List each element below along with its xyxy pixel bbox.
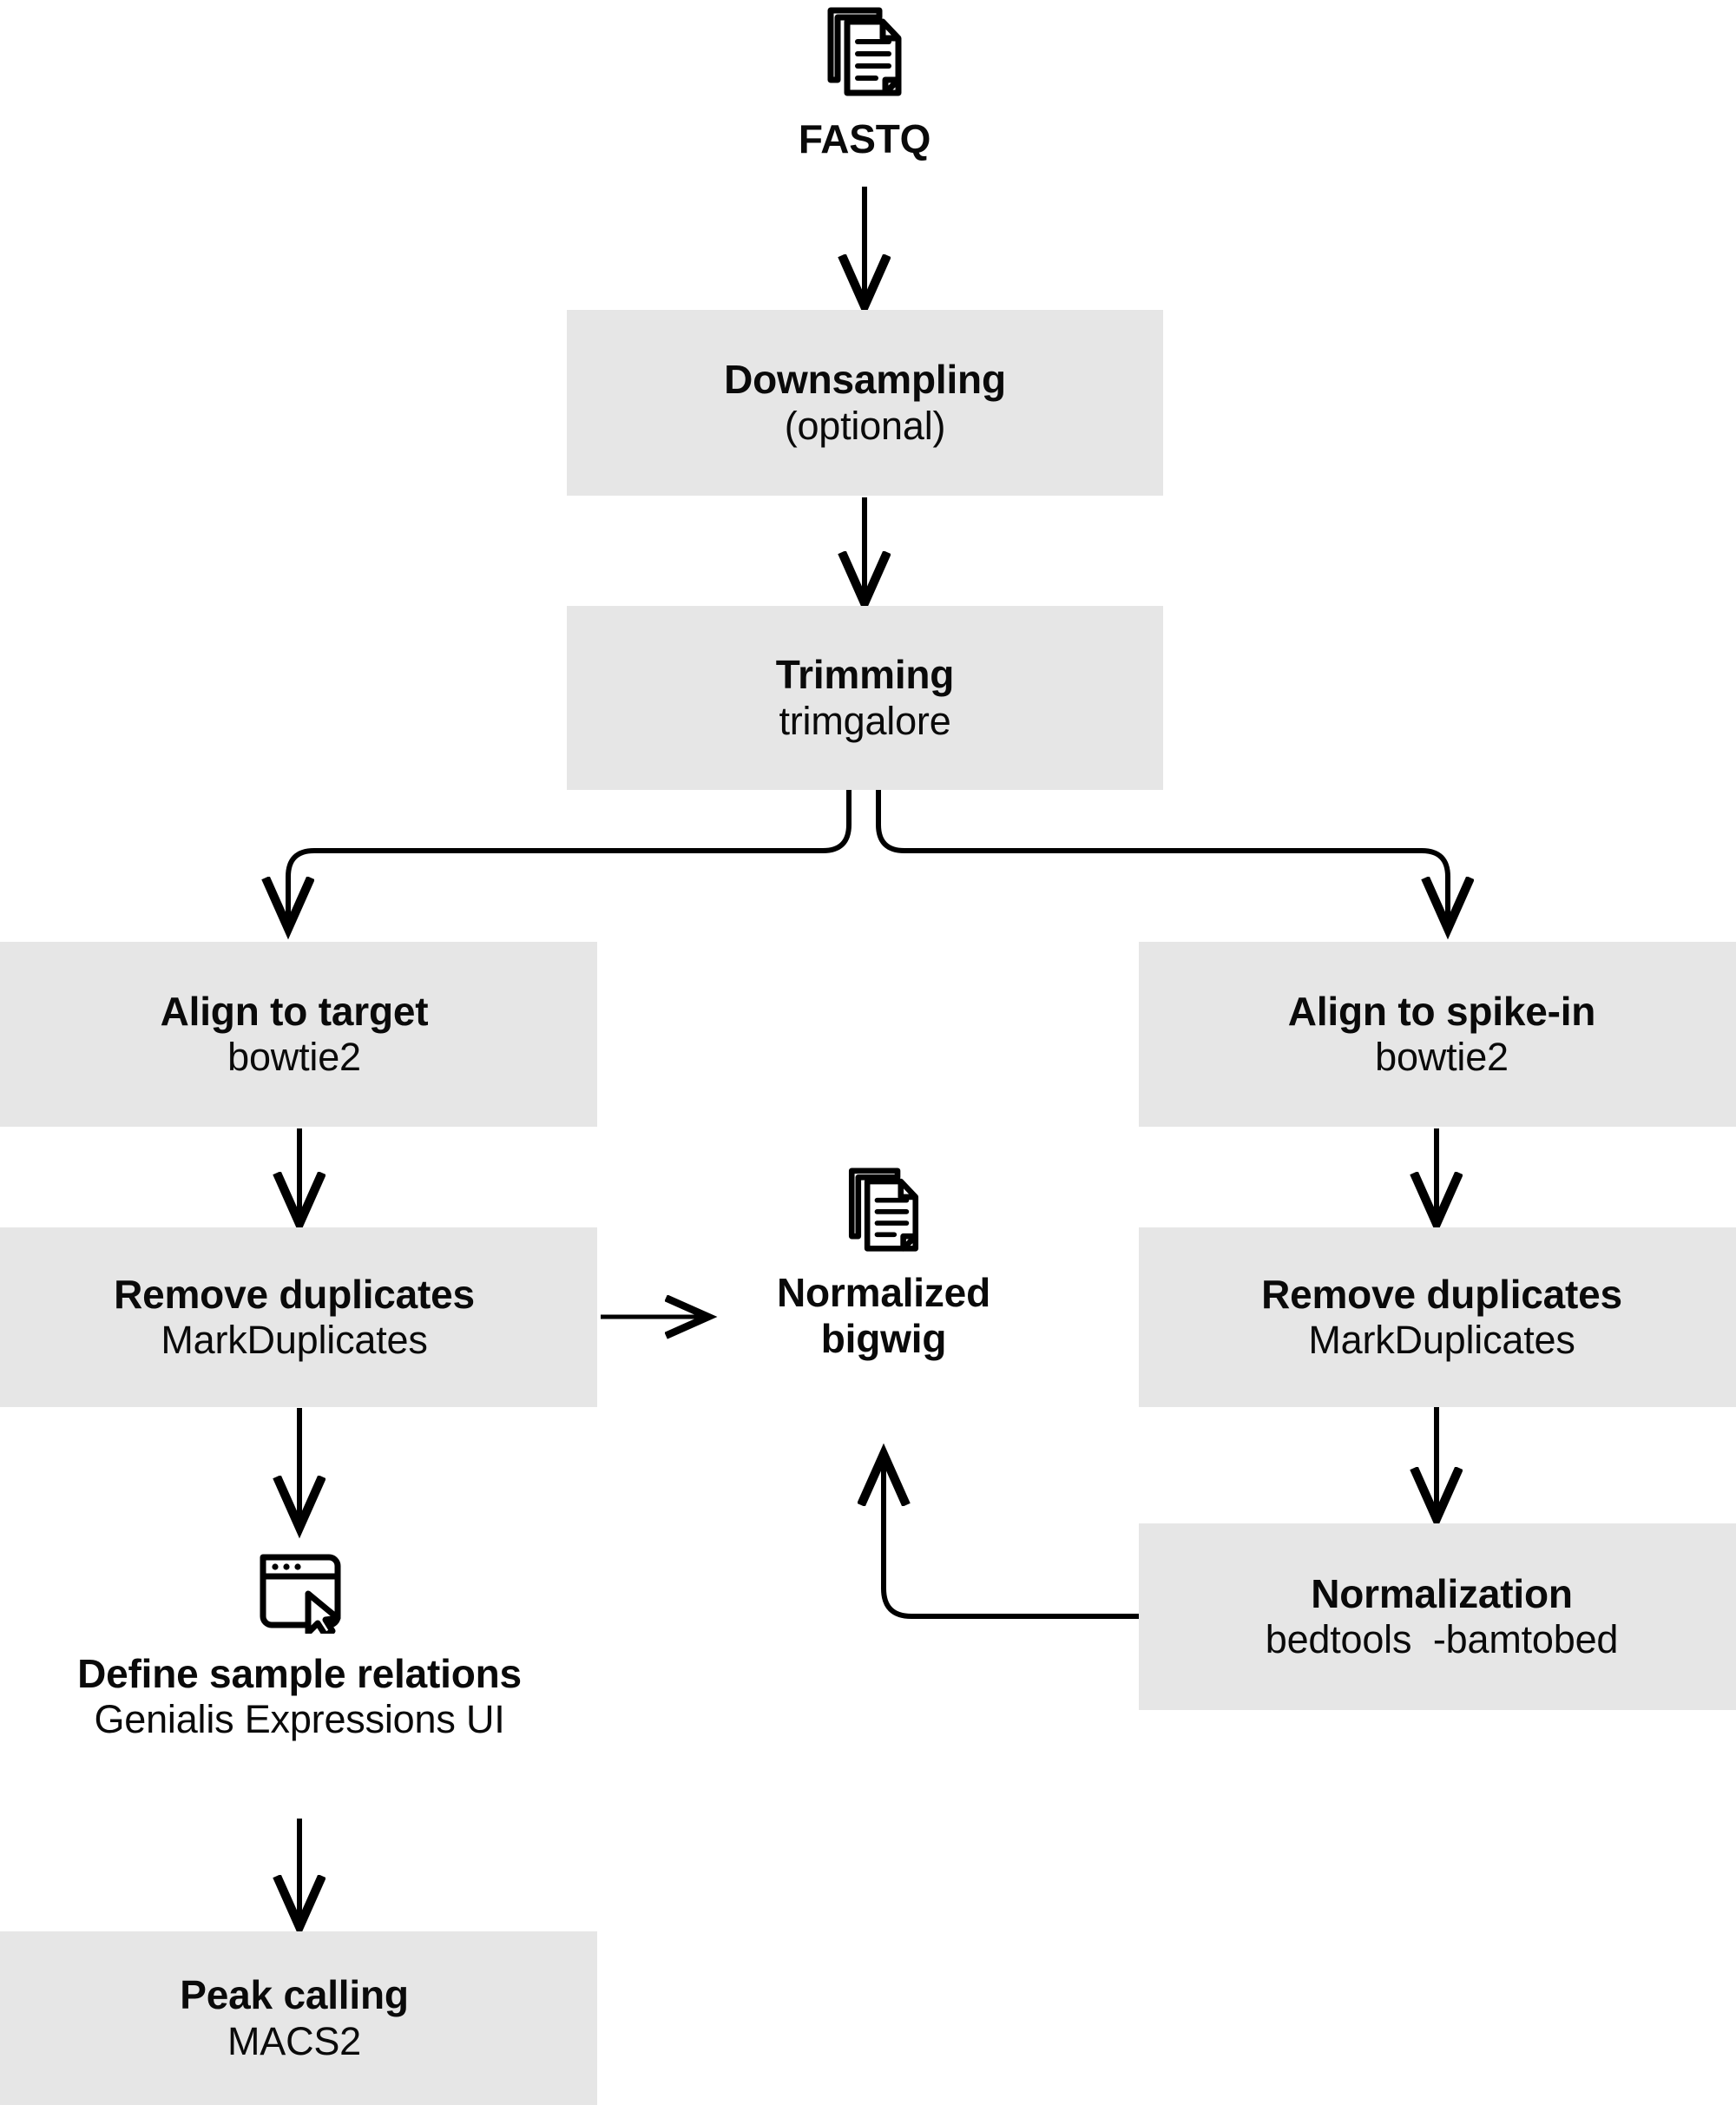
node-normalized-bigwig-line2: bigwig [820, 1316, 947, 1362]
node-peak-calling-title: Peak calling [180, 1972, 409, 2018]
browser-cursor-icon [251, 1543, 348, 1639]
node-remove-duplicates-spikein: Remove duplicates MarkDuplicates [1139, 1227, 1736, 1407]
edge-trimming-align-spikein [876, 790, 1448, 924]
node-define-sample-relations: Define sample relations Genialis Express… [39, 1543, 560, 1743]
node-fastq-label: FASTQ [798, 116, 931, 161]
node-define-sample-relations-title: Define sample relations [77, 1651, 522, 1696]
node-align-to-target-subtitle: bowtie2 [227, 1035, 361, 1080]
documents-icon [819, 7, 911, 97]
node-normalization: Normalization bedtools -bamtobed [1139, 1523, 1736, 1710]
node-remove-duplicates-spikein-subtitle: MarkDuplicates [1308, 1318, 1575, 1363]
node-trimming-title: Trimming [775, 652, 955, 698]
node-normalized-bigwig: Normalized bigwig [753, 1168, 1014, 1363]
edge-normalization-bigwig [884, 1458, 1139, 1619]
node-peak-calling-subtitle: MACS2 [227, 2018, 362, 2063]
node-align-to-spikein: Align to spike-in bowtie2 [1139, 942, 1736, 1127]
node-align-to-spikein-title: Align to spike-in [1287, 988, 1596, 1034]
node-remove-duplicates-target-subtitle: MarkDuplicates [161, 1318, 428, 1363]
node-align-to-spikein-subtitle: bowtie2 [1375, 1035, 1509, 1080]
edge-trimming-align-target [288, 790, 852, 924]
node-downsampling: Downsampling (optional) [567, 310, 1163, 496]
node-remove-duplicates-spikein-title: Remove duplicates [1261, 1271, 1622, 1317]
node-remove-duplicates-target: Remove duplicates MarkDuplicates [0, 1227, 597, 1407]
node-fastq: FASTQ [752, 7, 977, 162]
node-normalization-title: Normalization [1311, 1570, 1573, 1616]
documents-icon [840, 1168, 927, 1253]
node-trimming-subtitle: trimgalore [779, 698, 951, 743]
node-trimming: Trimming trimgalore [567, 606, 1163, 790]
node-peak-calling: Peak calling MACS2 [0, 1931, 597, 2105]
node-normalization-subtitle: bedtools -bamtobed [1265, 1617, 1619, 1662]
node-downsampling-title: Downsampling [724, 357, 1006, 403]
node-normalized-bigwig-line1: Normalized [777, 1270, 990, 1315]
node-align-to-target-title: Align to target [160, 988, 429, 1034]
node-align-to-target: Align to target bowtie2 [0, 942, 597, 1127]
node-remove-duplicates-target-title: Remove duplicates [114, 1271, 475, 1317]
node-downsampling-subtitle: (optional) [784, 403, 946, 448]
node-define-sample-relations-subtitle: Genialis Expressions UI [94, 1697, 505, 1742]
